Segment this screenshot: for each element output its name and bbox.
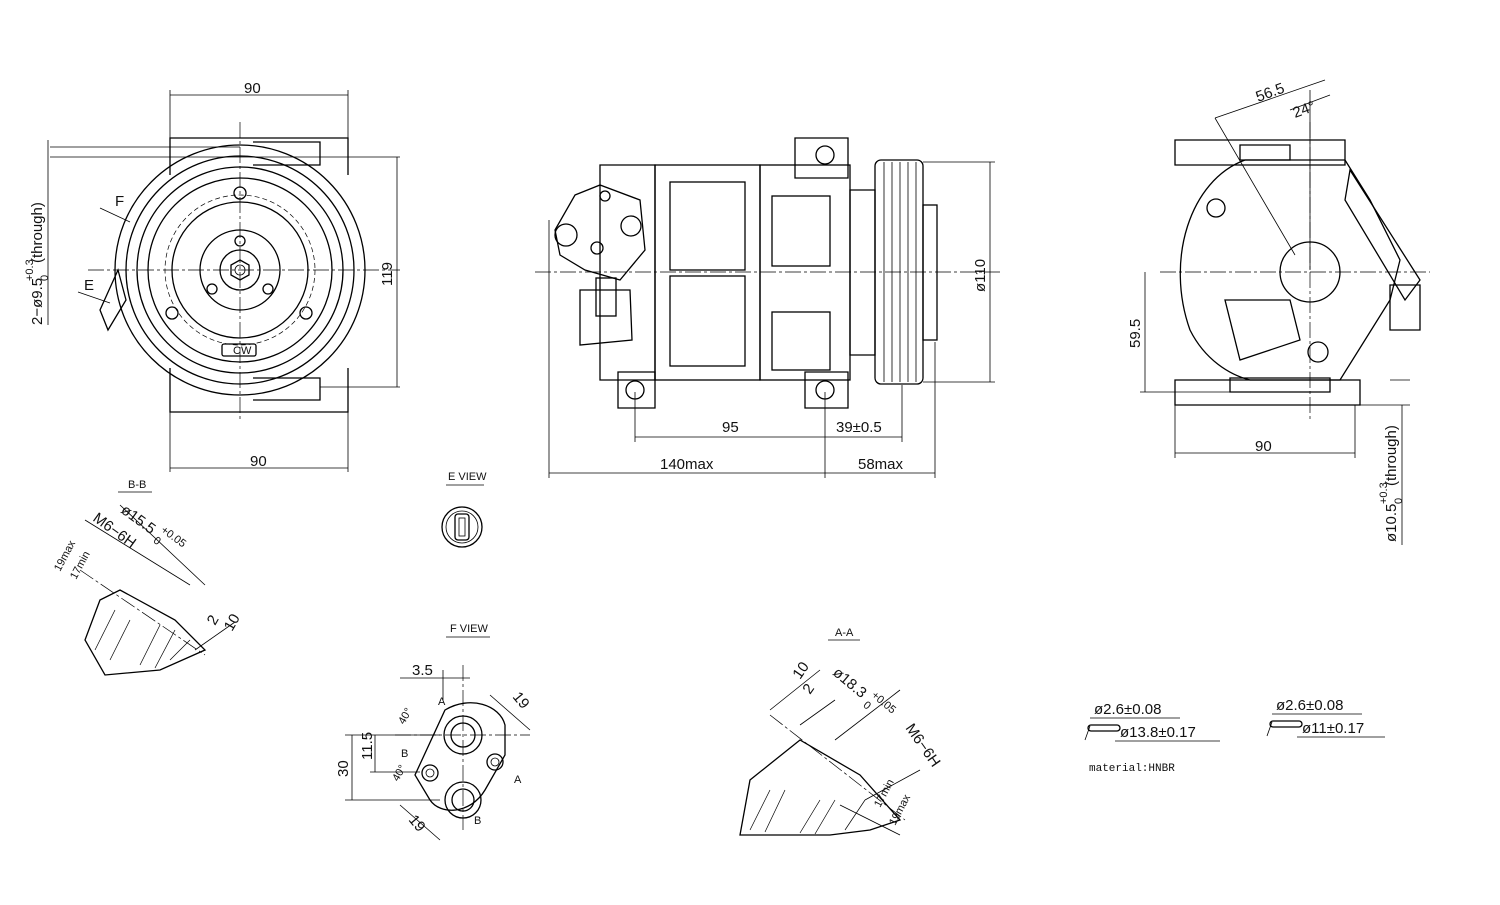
bb-dia-tol-lower: 0 (151, 535, 163, 548)
aa-dia-tol-lower: 0 (861, 699, 873, 712)
label-f: F (115, 193, 124, 210)
rear-angle-24: 24° (1291, 98, 1318, 122)
f-view-title: F VIEW (450, 623, 489, 635)
section-aa-title: A-A (835, 627, 854, 639)
rear-dim-59: 59.5 (1127, 319, 1144, 348)
section-bb: B-B ø15.5 +0.05 0 M6−6H 19max 17min 2 10 (52, 479, 244, 676)
rear-hole-tol-lower: 0 (1393, 498, 1405, 504)
ring2-cross: ø2.6±0.08 (1276, 697, 1343, 714)
rear-hole-note: (through) (1383, 425, 1400, 486)
f-label-a: A (438, 696, 446, 708)
front-view: 90 90 119 F E CW 2−ø9.5 +0.3 0 (through) (24, 80, 400, 472)
f-dim-11-5: 11.5 (359, 732, 376, 760)
side-pulley-dia: ø110 (972, 259, 989, 292)
rear-view: 56.5 24° 59.5 90 ø10.5 +0.3 0 (through) (1127, 79, 1430, 545)
side-dim-140: 140max (660, 456, 714, 473)
rotation-mark: CW (233, 345, 252, 357)
f-dim-19-top: 19 (509, 689, 533, 713)
e-view-title: E VIEW (448, 471, 487, 483)
front-mount-hole-note: (through) (29, 202, 46, 263)
section-aa: A-A 10 2 ø18.3 +0.05 0 M6−6H 17min 19max (739, 627, 944, 836)
section-bb-title: B-B (128, 479, 146, 491)
f-label-a-right: A (514, 774, 522, 786)
rear-dim-56: 56.5 (1254, 80, 1287, 106)
f-dim-3-5: 3.5 (412, 662, 433, 679)
f-angle-40-top: 40° (396, 706, 415, 726)
f-view: F VIEW 3.5 19 40° 11.5 30 40° 19 A A B B (335, 623, 533, 841)
aa-dia: ø18.3 (829, 664, 869, 702)
label-e: E (84, 277, 94, 294)
front-mount-hole: 2−ø9.5 (29, 278, 46, 325)
f-label-b-bottom: B (474, 815, 481, 827)
aa-dim-2: 2 (799, 681, 818, 698)
front-width-top: 90 (244, 80, 261, 97)
side-dim-39: 39±0.5 (836, 419, 882, 436)
front-mount-hole-tol-lower: 0 (39, 275, 51, 281)
side-dim-58: 58max (858, 456, 904, 473)
o-rings: ø2.6±0.08 ø13.8±0.17 ø2.6±0.08 ø11±0.17 … (1084, 697, 1385, 775)
aa-dim-10: 10 (789, 659, 812, 682)
f-dim-30: 30 (335, 760, 352, 777)
material-note: material:HNBR (1089, 763, 1175, 775)
ring1-cross: ø2.6±0.08 (1094, 701, 1161, 718)
rear-hole-tol-upper: +0.3 (1378, 482, 1390, 504)
aa-dia-tol-upper: +0.05 (869, 689, 898, 716)
front-width-bottom: 90 (250, 453, 267, 470)
ring1-inner: ø13.8±0.17 (1120, 724, 1196, 741)
front-height: 119 (379, 262, 396, 286)
f-angle-40-bottom: 40° (390, 763, 409, 783)
f-dim-19-bottom: 19 (405, 812, 429, 836)
rear-dim-90: 90 (1255, 438, 1272, 455)
bb-dim-10: 10 (221, 611, 244, 634)
e-view: E VIEW (441, 471, 487, 548)
rear-hole: ø10.5 (1383, 504, 1400, 542)
side-view: 95 39±0.5 140max 58max ø110 (535, 137, 1000, 478)
ring2-inner: ø11±0.17 (1302, 720, 1364, 737)
f-label-b: B (401, 748, 408, 760)
side-dim-95: 95 (722, 419, 739, 436)
aa-thread: M6−6H (902, 721, 944, 771)
front-mount-hole-tol-upper: +0.3 (24, 259, 36, 281)
